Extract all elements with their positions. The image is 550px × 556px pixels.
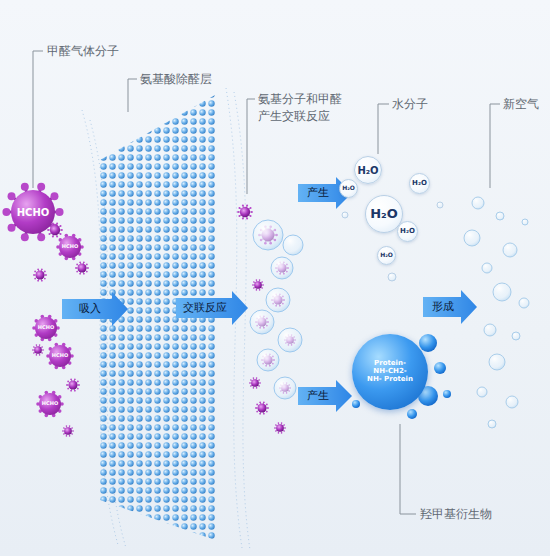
molecule-text: HCHO (52, 353, 68, 359)
water-molecule: H₂O (377, 246, 396, 265)
arrow-label: 产生 (307, 389, 329, 402)
molecule-text: HCHO (38, 325, 54, 331)
arrow-label: 产生 (307, 186, 329, 199)
callout-label: 氨基酸除醛层 (140, 71, 212, 88)
molecule-text: HCHO (62, 244, 78, 250)
callout-label: 新空气 (503, 96, 539, 113)
arrow-label: 交联反应 (183, 301, 227, 314)
molecule-text: H₂O (342, 185, 355, 192)
water-molecule: H₂O (409, 173, 430, 194)
formaldehyde-molecule: HCHO (59, 236, 81, 258)
callout-label: 甲醛气体分子 (47, 43, 119, 60)
formaldehyde-molecule: HCHO (35, 317, 57, 339)
formaldehyde-molecule: HCHO (11, 190, 55, 234)
derivative-sphere: Protein- NH-CH2-NH- Protein (352, 334, 428, 410)
formaldehyde-molecule: HCHO (49, 345, 71, 367)
callout-label: 羟甲基衍生物 (420, 506, 492, 523)
molecule-text: H₂O (400, 228, 415, 236)
water-molecule: H₂O (397, 221, 418, 242)
molecule-text: HCHO (17, 207, 50, 218)
molecule-text: H₂O (357, 165, 378, 176)
water-molecule: H₂O (339, 179, 358, 198)
callout-label: 水分子 (392, 96, 428, 113)
arrow-label: 形成 (432, 300, 454, 313)
molecule-text: HCHO (42, 401, 58, 407)
formaldehyde-molecule: HCHO (39, 393, 61, 415)
molecule-text: Protein- NH-CH2-NH- Protein (367, 360, 413, 383)
water-molecule: H₂O (354, 156, 382, 184)
molecule-text: H₂O (370, 207, 398, 221)
molecule-text: H₂O (380, 252, 393, 259)
arrow-label: 吸入 (79, 302, 101, 315)
callout-label: 氨基分子和甲醛 产生交联反应 (258, 91, 354, 126)
molecule-text: H₂O (412, 180, 427, 188)
